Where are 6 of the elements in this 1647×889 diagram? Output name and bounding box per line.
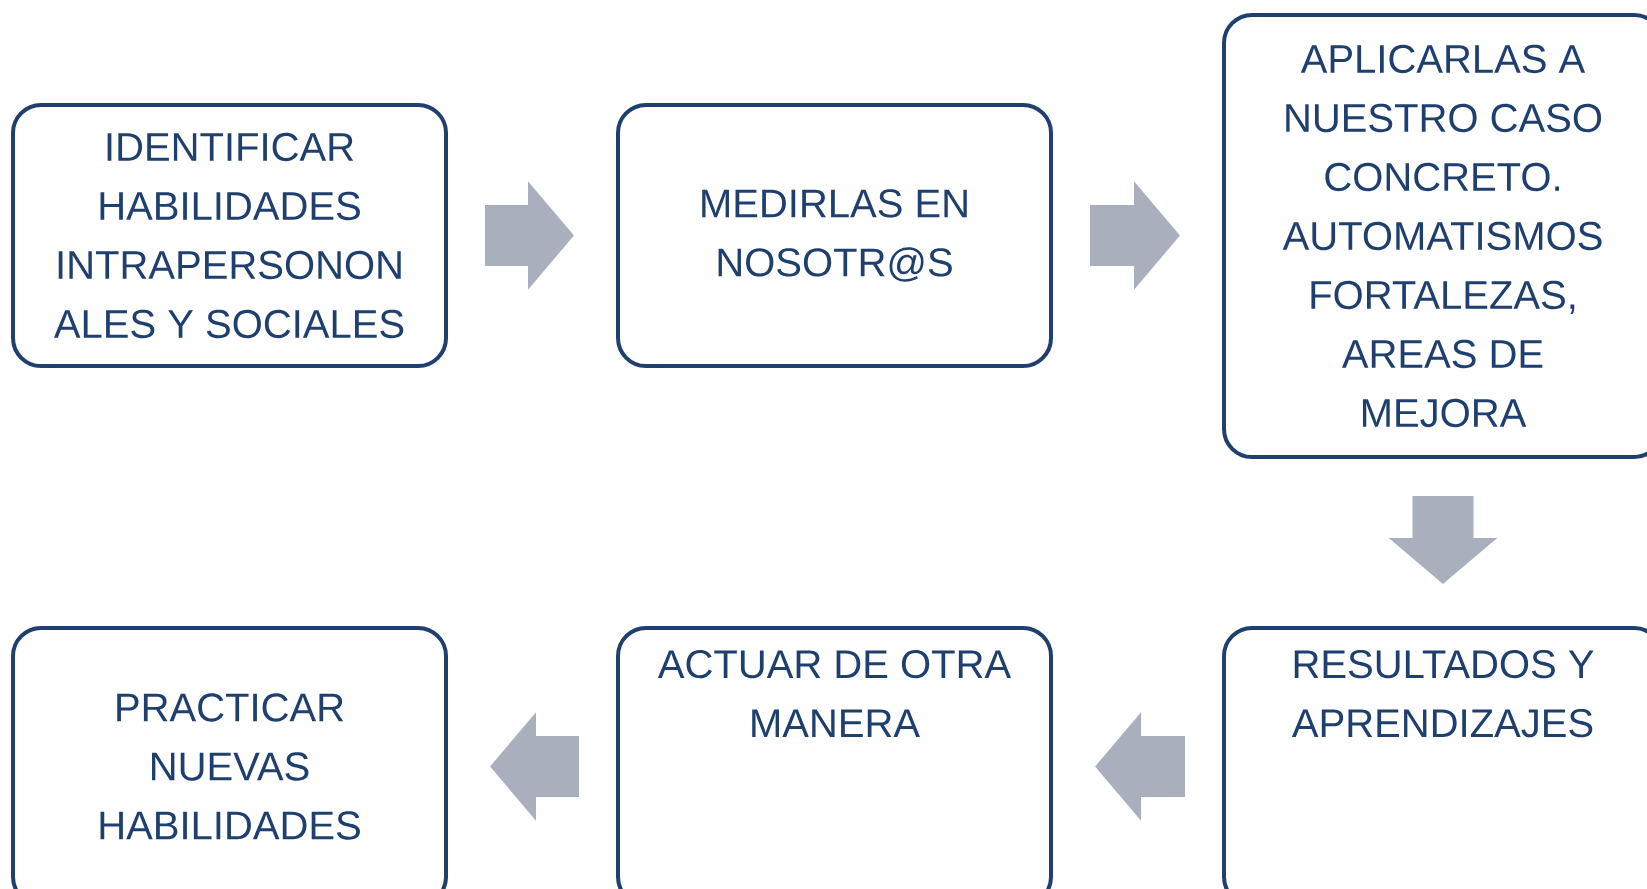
process-box: MEDIRLAS EN NOSOTR@S [616, 103, 1053, 368]
process-box: IDENTIFICAR HABILIDADES INTRAPERSONON ALES Y SOCIALES [11, 103, 448, 368]
process-box: APLICARLAS A NUESTRO CASO CONCRETO. AUTOMATISMOS FORTALEZAS, AREAS DE MEJORA [1222, 13, 1647, 459]
process-box: RESULTADOS Y APRENDIZAJES [1222, 626, 1647, 889]
process-box: ACTUAR DE OTRA MANERA [616, 626, 1053, 889]
process-box: PRACTICAR NUEVAS HABILIDADES [11, 626, 448, 889]
